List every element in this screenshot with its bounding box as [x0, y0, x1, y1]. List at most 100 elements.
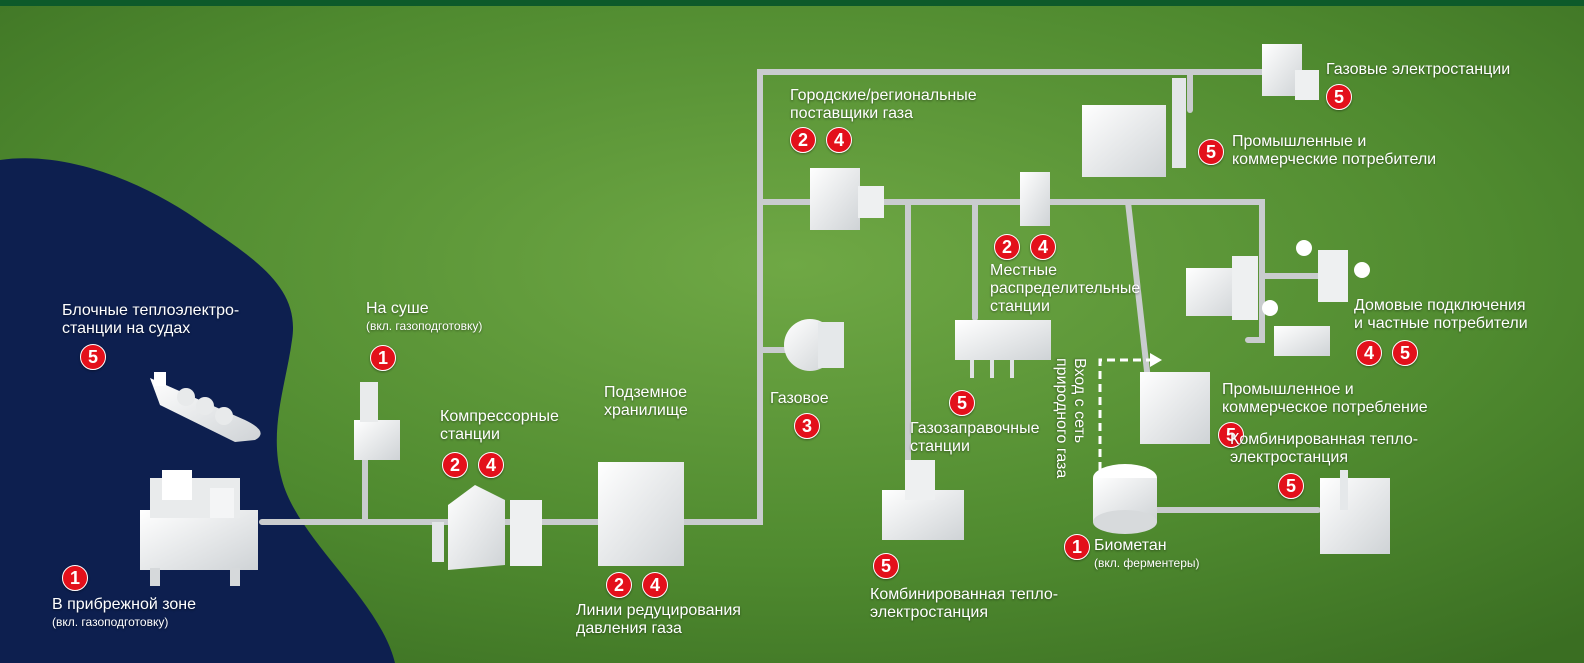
- badge-chp-right-5b: 5: [1278, 473, 1304, 499]
- onshore-sub: (вкл. газоподготовку): [366, 319, 483, 333]
- badge-filling-5: 5: [949, 390, 975, 416]
- filling-stations-badges: 5: [949, 390, 975, 416]
- chp-right-badges-bottom: 5: [1278, 473, 1304, 499]
- local-distribution-line-1: Местные: [990, 262, 1057, 279]
- filling-station: [955, 320, 1051, 378]
- city-suppliers-line-2: поставщики газа: [790, 105, 914, 122]
- onshore-label: На суше (вкл. газоподготовку): [366, 300, 482, 334]
- underground-storage-line-1: Подземное: [604, 384, 688, 401]
- badge-biomethane-1: 1: [1064, 534, 1090, 560]
- compressor-label: Компрессорные станции: [440, 408, 559, 444]
- local-distribution-line-3: станции: [990, 298, 1050, 315]
- badge-pressure-2: 2: [606, 572, 632, 598]
- industrial-consumers-building: [1082, 78, 1186, 177]
- chp-right-badges-top: 5: [1218, 422, 1244, 448]
- badge-industrial-consumers-5: 5: [1198, 139, 1224, 165]
- badge-local-4: 4: [1030, 234, 1056, 260]
- households-label: Домовые подключения и частные потребител…: [1354, 297, 1528, 333]
- filling-stations-label: Газозаправочные станции: [910, 420, 1040, 456]
- offshore-badges: 1: [62, 565, 88, 591]
- gas-tank-badges: 3: [794, 413, 820, 439]
- storage-building: [598, 462, 684, 566]
- grid-entry-line-1: Вход с сеть: [1071, 358, 1088, 444]
- local-distribution-building: [1020, 172, 1050, 226]
- onshore-badges: 1: [370, 345, 396, 371]
- badge-compressor-2: 2: [442, 452, 468, 478]
- badge-city-4: 4: [826, 127, 852, 153]
- city-suppliers-line-1: Городские/региональные: [790, 87, 977, 104]
- city-suppliers-label: Городские/региональные поставщики газа: [790, 87, 977, 123]
- grid-entry-arrowhead: [1150, 353, 1162, 367]
- ship-chp-badges: 5: [80, 344, 106, 370]
- badge-pressure-4: 4: [642, 572, 668, 598]
- offshore-label: В прибрежной зоне (вкл. газоподготовку): [52, 596, 196, 630]
- pressure-reduction-badges: 2 4: [606, 572, 668, 598]
- biomethane-sub: (вкл. ферментеры): [1094, 556, 1200, 570]
- biomethane-title: Биометан: [1094, 537, 1167, 554]
- industrial-consumption-label: Промышленное и коммерческое потребление: [1222, 381, 1428, 417]
- local-distribution-badges: 2 4: [994, 234, 1056, 260]
- gas-tank-label: Газовое: [770, 390, 829, 408]
- grid-entry-label: Вход с сеть природного газа: [1052, 358, 1088, 478]
- badge-gas-tank-3: 3: [794, 413, 820, 439]
- badge-chp-right-5a: 5: [1218, 422, 1244, 448]
- gas-power-plants-title: Газовые электростанции: [1326, 61, 1511, 78]
- ship-chp-line-1: Блочные теплоэлектро-: [62, 302, 240, 319]
- offshore-title: В прибрежной зоне: [52, 596, 197, 613]
- filling-stations-line-2: станции: [910, 438, 970, 455]
- chp-bottom-badges: 5: [873, 553, 899, 579]
- underground-storage-line-2: хранилище: [604, 402, 688, 419]
- compressor-line-1: Компрессорные: [440, 408, 559, 425]
- pressure-reduction-label: Линии редуцирования давления газа: [576, 602, 741, 638]
- badge-gas-power-5: 5: [1326, 84, 1352, 110]
- badge-compressor-4: 4: [478, 452, 504, 478]
- chp-bottom-line-1: Комбинированная тепло-: [870, 586, 1059, 603]
- grid-entry-line-2: природного газа: [1053, 358, 1070, 479]
- pressure-reduction-line-2: давления газа: [576, 620, 682, 637]
- compressor-line-2: станции: [440, 426, 500, 443]
- ship-chp-line-2: станции на судах: [62, 320, 191, 337]
- industrial-consumption-building: [1140, 372, 1210, 444]
- industrial-consumption-line-2: коммерческое потребление: [1222, 399, 1428, 416]
- badge-onshore-1: 1: [370, 345, 396, 371]
- industrial-consumers-label: Промышленные и коммерческие потребители: [1232, 133, 1436, 169]
- compressor-badges: 2 4: [442, 452, 504, 478]
- underground-storage-label: Подземное хранилище: [604, 384, 688, 420]
- offshore-sub: (вкл. газоподготовку): [52, 615, 169, 629]
- gas-power-plants-label: Газовые электростанции: [1326, 61, 1510, 79]
- badge-city-2: 2: [790, 127, 816, 153]
- gas-tank-title: Газовое: [770, 390, 829, 407]
- offshore-platform: [140, 470, 258, 586]
- chp-right-line-2: электростанция: [1230, 449, 1348, 466]
- chp-right-label: Комбинированная тепло- электростанция: [1230, 431, 1418, 467]
- industrial-consumers-line-1: Промышленные и: [1232, 133, 1367, 150]
- chp-bottom-line-2: электростанция: [870, 604, 988, 621]
- households-line-2: и частные потребители: [1354, 315, 1528, 332]
- pressure-reduction-line-1: Линии редуцирования: [576, 602, 741, 619]
- gas-power-plant: [1262, 44, 1319, 100]
- industrial-consumers-badges: 5: [1198, 139, 1224, 165]
- chp-building-right: [1320, 470, 1390, 554]
- household-buildings: [1186, 240, 1370, 356]
- households-badges: 4 5: [1356, 340, 1418, 366]
- badge-households-5: 5: [1392, 340, 1418, 366]
- grid-entry-arrow: [1098, 358, 1150, 470]
- chp-right-line-1: Комбинированная тепло-: [1230, 431, 1419, 448]
- gas-tank: [784, 319, 844, 371]
- top-band: [0, 0, 1584, 6]
- badge-offshore-1: 1: [62, 565, 88, 591]
- biomethane-badges: 1: [1064, 534, 1090, 560]
- local-distribution-label: Местные распределительные станции: [990, 262, 1140, 316]
- biomethane-tank: [1093, 464, 1157, 534]
- industrial-consumption-line-1: Промышленное и: [1222, 381, 1354, 398]
- industrial-consumers-line-2: коммерческие потребители: [1232, 151, 1437, 168]
- badge-ship-chp-5: 5: [80, 344, 106, 370]
- onshore-processing: [354, 382, 400, 460]
- city-suppliers-badges: 2 4: [790, 127, 852, 153]
- ship: [150, 372, 261, 442]
- ship-chp-label: Блочные теплоэлектро- станции на судах: [62, 302, 239, 338]
- local-distribution-line-2: распределительные: [990, 280, 1141, 297]
- biomethane-label: Биометан (вкл. ферментеры): [1094, 537, 1200, 571]
